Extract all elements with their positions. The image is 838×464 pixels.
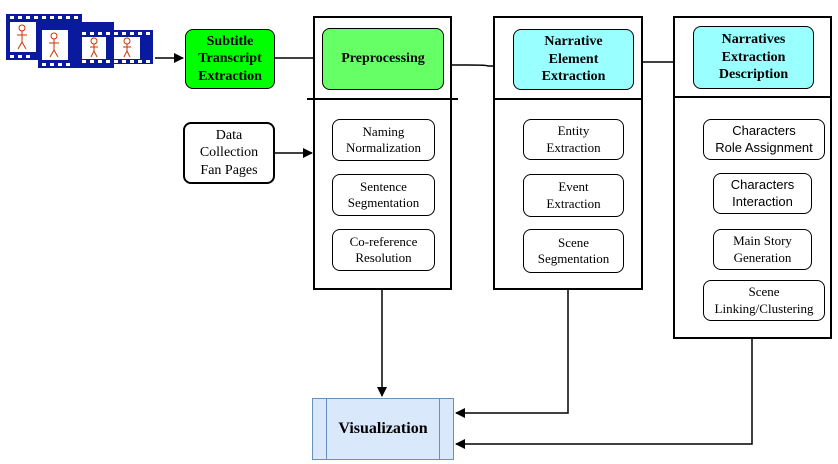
narratives-description-item-label: Scene Linking/Clustering (714, 284, 814, 316)
subtitle-extraction-box: Subtitle Transcript Extraction (185, 29, 275, 89)
arrow-description-to-visualization (455, 339, 753, 449)
arrow-narrative-to-visualization (455, 289, 569, 418)
preprocessing-item: Co-reference Resolution (332, 229, 435, 271)
preprocessing-divider (307, 98, 458, 100)
preprocessing-header-label: Preprocessing (341, 51, 425, 67)
preprocessing-header: Preprocessing (322, 28, 444, 90)
narrative-element-item: Entity Extraction (523, 119, 624, 160)
narrative-element-header: Narrative Element Extraction (513, 29, 634, 90)
film-strip-icon (6, 14, 153, 68)
preprocessing-item-label: Naming Normalization (345, 123, 422, 155)
narratives-description-item-label: Main Story Generation (733, 233, 792, 265)
arrow-preprocessing-to-narrative (444, 61, 513, 71)
narratives-description-item: Characters Interaction (713, 173, 812, 214)
data-collection-label: Data Collection Fan Pages (199, 127, 259, 178)
visualization-right-bar (439, 399, 440, 459)
subtitle-extraction-label: Subtitle Transcript Extraction (198, 33, 262, 84)
narratives-description-divider (673, 96, 832, 98)
narratives-description-header: Narratives Extraction Description (693, 26, 814, 89)
preprocessing-item: Sentence Segmentation (332, 174, 435, 216)
narratives-description-header-label: Narratives Extraction Description (718, 32, 789, 83)
narrative-element-header-label: Narrative Element Extraction (541, 34, 606, 85)
narrative-element-divider (493, 98, 643, 100)
preprocessing-item-label: Co-reference Resolution (349, 233, 418, 265)
preprocessing-item: Naming Normalization (332, 119, 435, 161)
visualization-box: Visualization (312, 398, 454, 460)
narratives-description-item: Characters Role Assignment (703, 119, 825, 160)
narrative-element-item: Event Extraction (523, 174, 624, 217)
narratives-description-item-label: Characters Interaction (730, 177, 795, 209)
data-collection-box: Data Collection Fan Pages (183, 122, 275, 184)
narrative-element-item-label: Entity Extraction (546, 123, 601, 155)
visualization-label: Visualization (338, 420, 428, 437)
narratives-description-item: Scene Linking/Clustering (703, 280, 825, 321)
narrative-element-item-label: Scene Segmentation (537, 234, 610, 266)
preprocessing-item-label: Sentence Segmentation (347, 178, 420, 210)
visualization-left-bar (326, 399, 327, 459)
narrative-element-item: Scene Segmentation (523, 229, 624, 273)
narratives-description-item-label: Characters Role Assignment (715, 123, 813, 155)
narratives-description-item: Main Story Generation (713, 229, 812, 270)
narrative-element-item-label: Event Extraction (546, 179, 601, 211)
